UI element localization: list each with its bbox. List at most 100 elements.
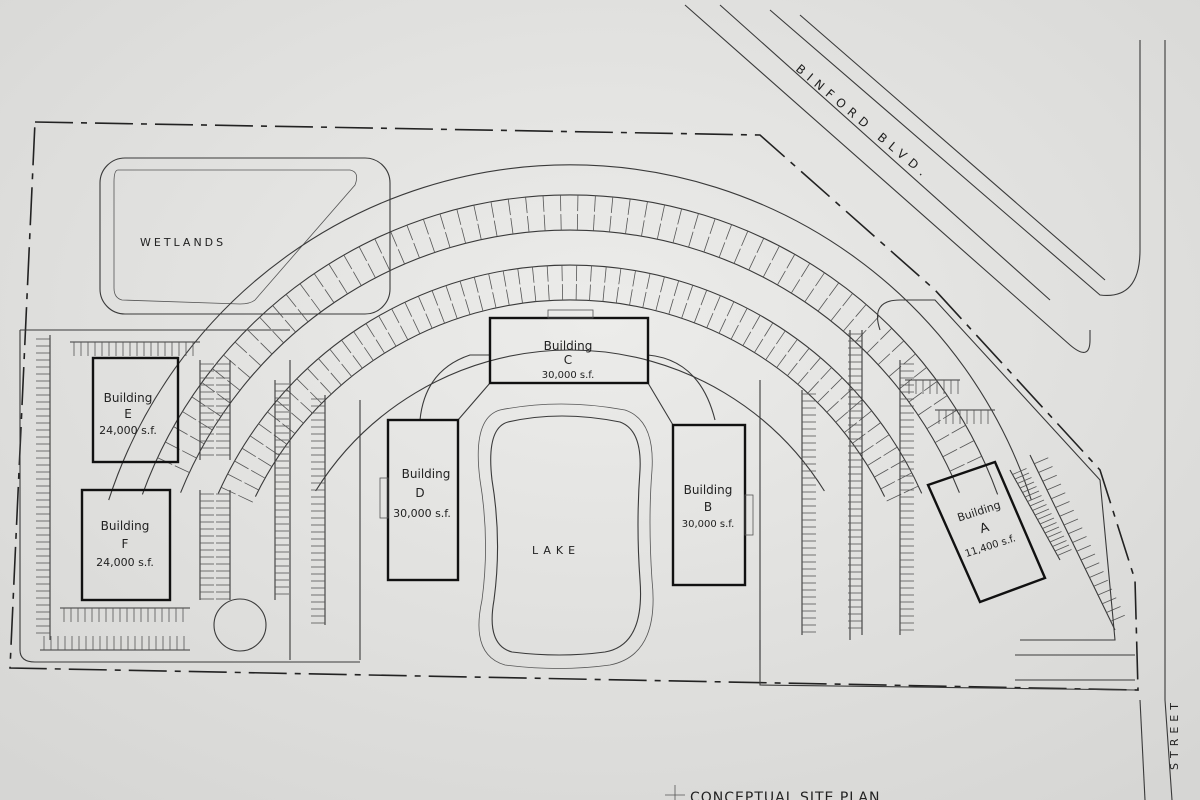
parking-stall: [786, 254, 796, 269]
parking-stall: [329, 348, 341, 362]
parking-stall: [942, 409, 957, 420]
parking-stall: [706, 312, 714, 328]
parking-stall: [517, 268, 521, 285]
parking-stall: [387, 332, 397, 347]
parking-stall: [934, 434, 950, 443]
parking-stall: [677, 208, 683, 225]
parking-stall: [299, 283, 310, 297]
parking-stall: [429, 237, 436, 253]
parking-stall: [1019, 481, 1035, 489]
parking-stall: [888, 365, 902, 377]
parking-stall: [543, 214, 546, 231]
parking-stall: [1089, 571, 1104, 578]
parking-stall: [445, 285, 452, 301]
parking-stall: [459, 280, 465, 297]
parking-stall: [1046, 483, 1062, 491]
parking-stall: [244, 482, 259, 491]
wetlands-area: WETLANDS: [99, 157, 391, 315]
parking-stall: [461, 227, 466, 244]
parking-stall: [451, 303, 458, 319]
parking-stall: [804, 288, 815, 303]
parking-stall: [713, 295, 721, 311]
parking-stall: [609, 215, 612, 232]
parking-stall: [618, 268, 622, 285]
parking-stall: [477, 223, 482, 240]
building-e-area: 24,000 s.f.: [99, 424, 157, 437]
parking-stall: [951, 424, 966, 434]
parking-stall: [820, 367, 832, 380]
parking-stall: [300, 401, 313, 414]
parking-stall: [776, 330, 786, 345]
parking-stall: [1024, 490, 1040, 498]
building-b: Building B 30,000 s.f.: [671, 423, 754, 587]
parking-stall: [844, 422, 858, 433]
parking-stall: [615, 287, 619, 304]
parking-stall: [672, 227, 678, 243]
parking-stall: [1097, 588, 1113, 596]
parking-stall: [703, 236, 710, 253]
parking-stall: [412, 319, 421, 335]
parking-stall: [1022, 486, 1037, 493]
parking-stall: [490, 201, 495, 218]
parking-stall: [817, 390, 830, 403]
parking-stall: [353, 331, 363, 346]
parking-stall: [1017, 477, 1032, 484]
plan-title: CONCEPTUAL SITE PLAN: [690, 790, 880, 800]
parking-stall: [473, 205, 478, 221]
parking-stall: [886, 493, 902, 502]
parking-stall: [764, 322, 774, 337]
drive-arc: [108, 164, 1032, 501]
east-drive: [876, 299, 1116, 641]
parking-stall: [817, 297, 828, 312]
parking-stall: [417, 295, 426, 311]
parking-stall: [1106, 606, 1121, 613]
parking-stall: [867, 422, 881, 433]
parking-stall: [382, 255, 391, 271]
parking-stall: [1076, 544, 1091, 552]
parking-stall: [246, 329, 259, 341]
parking-stall: [493, 220, 498, 237]
parking-stall: [1051, 492, 1066, 500]
parking-stall: [473, 276, 479, 293]
parking-stall: [310, 298, 322, 313]
parking-stall: [590, 265, 592, 282]
building-c-area: 30,000 s.f.: [542, 370, 595, 381]
wetlands-label: WETLANDS: [140, 236, 226, 249]
parking-stall: [284, 319, 296, 333]
parking-stall: [771, 245, 780, 261]
parking-stall: [237, 367, 251, 379]
parking-stall: [815, 272, 825, 287]
building-e-label: Building: [104, 391, 153, 405]
parking-stall: [903, 485, 919, 494]
parking-stall: [502, 270, 507, 287]
parking-stall: [842, 293, 853, 307]
parking-stall: [1037, 513, 1052, 520]
parking-stall: [880, 481, 896, 490]
parking-stall: [959, 440, 975, 449]
parking-stall: [855, 304, 867, 317]
parking-stall: [625, 217, 629, 234]
parking-stall: [297, 309, 309, 323]
parking-stall: [687, 284, 694, 301]
parking-stall: [1055, 501, 1070, 508]
parking-stall: [324, 289, 335, 303]
parking-stall: [507, 199, 511, 216]
parking-stall: [330, 372, 342, 386]
parking-stall: [1093, 579, 1108, 587]
parking-stall: [320, 382, 332, 395]
parking-stall: [338, 280, 348, 295]
parking-stall: [519, 287, 523, 304]
parking-stall: [908, 392, 923, 403]
parking-stall: [1063, 518, 1079, 526]
building-b-label: Building: [684, 483, 733, 497]
parking-stall: [532, 266, 535, 283]
parking-stall: [374, 238, 383, 254]
parking-stall: [1102, 597, 1117, 605]
parking-stall: [439, 213, 445, 230]
parking-stall: [718, 318, 727, 334]
parking-stall: [527, 216, 530, 233]
parking-stall: [1072, 536, 1087, 543]
parking-stall: [400, 325, 409, 341]
parking-stall: [835, 411, 849, 423]
parking-stall: [285, 294, 297, 308]
